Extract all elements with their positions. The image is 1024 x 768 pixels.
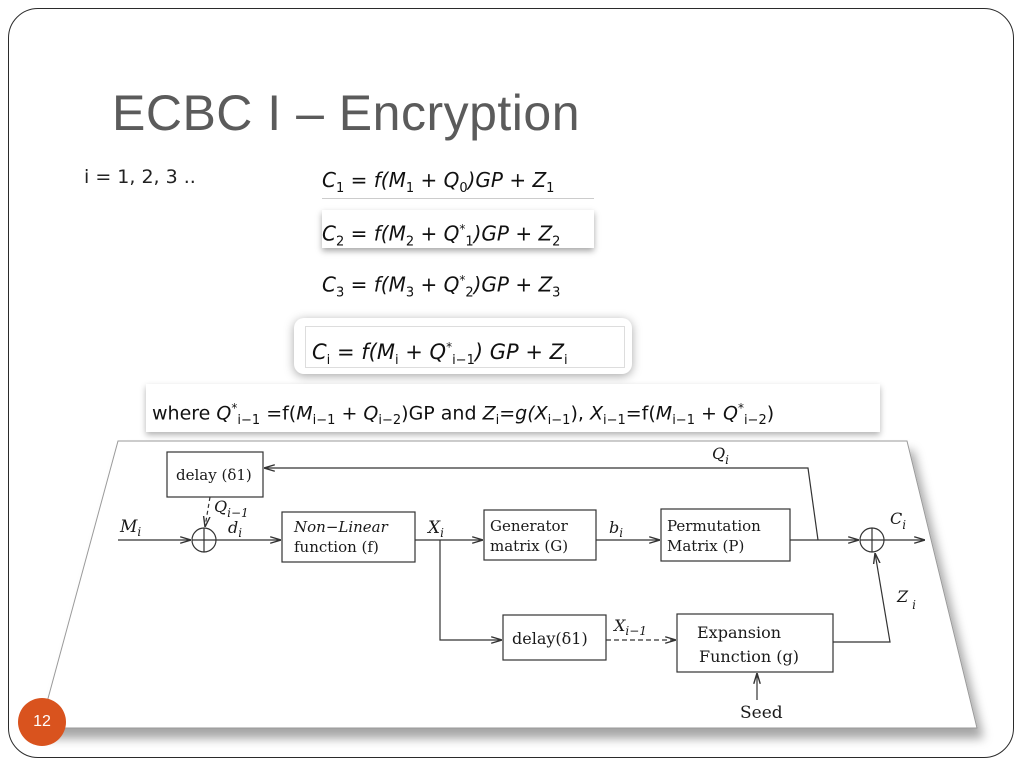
equation-c3: C3 = f(M3 + Q*2)GP + Z3 (322, 262, 594, 301)
equation-c1: C1 = f(M1 + Q0)GP + Z1 (322, 162, 594, 199)
index-line: i = 1, 2, 3 .. (84, 166, 196, 188)
slide-number-badge: 12 (18, 698, 66, 746)
slide-title: ECBC I – Encryption (112, 85, 581, 141)
equation-ci-general: Ci = f(Mi + Q*i−1) GP + Zi (305, 326, 625, 368)
equation-c2: C2 = f(M2 + Q*1)GP + Z2 (322, 210, 594, 250)
where-definitions: where Q*i−1 =f(Mi−1 + Qi−2)GP and Zi=g(X… (146, 384, 880, 432)
